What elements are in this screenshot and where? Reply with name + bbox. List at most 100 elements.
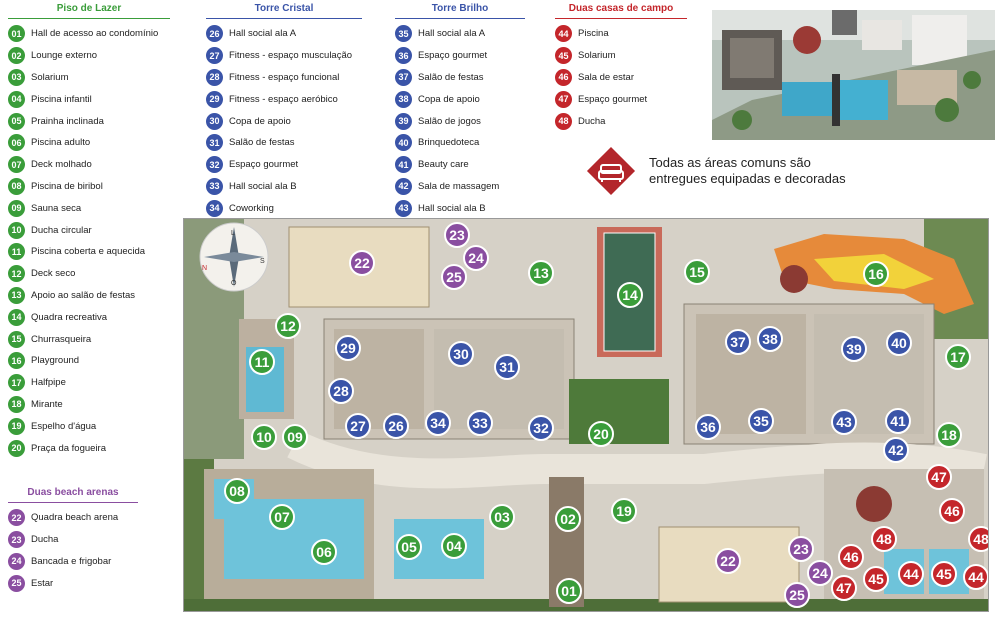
legend-number-badge: 39	[395, 112, 412, 130]
legend-number-badge: 08	[8, 177, 25, 195]
legend-label: Piscina adulto	[31, 137, 91, 149]
legend-number-badge: 10	[8, 221, 25, 239]
legend-label: Piscina infantil	[31, 93, 92, 105]
legend-number-badge: 47	[555, 90, 572, 108]
legend-label: Espelho d'água	[31, 420, 97, 432]
legend-number-badge: 38	[395, 90, 412, 108]
legend-label: Espaço gourmet	[229, 159, 299, 171]
map-marker-18: 18	[936, 422, 962, 448]
map-marker-03: 03	[489, 504, 515, 530]
legend-number-badge: 06	[8, 134, 25, 152]
map-marker-44: 44	[963, 564, 988, 590]
legend-number-badge: 26	[206, 25, 223, 43]
legend-number-badge: 27	[206, 47, 223, 65]
legend-number-badge: 22	[8, 509, 25, 527]
note-line-2: entregues equipadas e decoradas	[649, 171, 846, 186]
map-marker-41: 41	[885, 408, 911, 434]
legend-label: Coworking	[229, 202, 274, 214]
map-marker-16: 16	[863, 261, 889, 287]
legend-number-badge: 03	[8, 68, 25, 86]
map-marker-42: 42	[883, 437, 909, 463]
legend-number-badge: 01	[8, 25, 25, 43]
map-marker-45: 45	[863, 566, 889, 592]
legend-label: Piscina	[578, 28, 609, 40]
legend-number-badge: 30	[206, 112, 223, 130]
legend-title: Piso de Lazer	[8, 0, 170, 19]
legend-label: Ducha	[31, 534, 59, 546]
legend-title: Duas beach arenas	[8, 484, 138, 503]
legend-label: Prainha inclinada	[31, 115, 104, 127]
map-marker-13: 13	[528, 260, 554, 286]
legend-label: Solarium	[31, 71, 69, 83]
legend-label: Salão de festas	[229, 137, 295, 149]
legend-label: Hall social ala B	[229, 180, 297, 192]
legend-number-badge: 44	[555, 25, 572, 43]
sofa-icon	[585, 145, 637, 197]
map-marker-32: 32	[528, 415, 554, 441]
legend-number-badge: 36	[395, 47, 412, 65]
legend-number-badge: 13	[8, 286, 25, 304]
legend-item: 32 Espaço gourmet	[206, 154, 362, 176]
legend-label: Deck molhado	[31, 159, 92, 171]
map-marker-05: 05	[396, 534, 422, 560]
legend-title: Torre Cristal	[206, 0, 362, 19]
legend-label: Praça da fogueira	[31, 442, 106, 454]
legend-number-badge: 09	[8, 199, 25, 217]
legend-label: Ducha	[578, 115, 606, 127]
legend-number-badge: 32	[206, 156, 223, 174]
compass-n: N	[202, 265, 207, 272]
map-marker-37: 37	[725, 329, 751, 355]
legend-item: 06 Piscina adulto	[8, 132, 170, 154]
legend-number-badge: 41	[395, 156, 412, 174]
legend-number-badge: 46	[555, 68, 572, 86]
legend-number-badge: 17	[8, 374, 25, 392]
map-marker-14: 14	[617, 282, 643, 308]
legend-label: Ducha circular	[31, 224, 92, 236]
legend-number-badge: 12	[8, 265, 25, 283]
map-marker-22: 22	[715, 548, 741, 574]
legend-label: Playground	[31, 355, 80, 367]
legend-item: 12 Deck seco	[8, 263, 170, 285]
map-marker-48: 48	[968, 526, 988, 552]
legend-label: Copa de apoio	[418, 93, 480, 105]
map-marker-26: 26	[383, 413, 409, 439]
map-marker-35: 35	[748, 408, 774, 434]
legend-number-badge: 25	[8, 574, 25, 592]
map-marker-20: 20	[588, 421, 614, 447]
legend-label: Solarium	[578, 50, 616, 62]
map-marker-31: 31	[494, 354, 520, 380]
legend-number-badge: 43	[395, 199, 412, 217]
legend-number-badge: 18	[8, 395, 25, 413]
legend-number-badge: 40	[395, 134, 412, 152]
map-marker-25: 25	[441, 264, 467, 290]
map-marker-02: 02	[555, 506, 581, 532]
legend-label: Deck seco	[31, 268, 76, 280]
map-marker-10: 10	[251, 424, 277, 450]
map-marker-06: 06	[311, 539, 337, 565]
map-marker-28: 28	[328, 378, 354, 404]
